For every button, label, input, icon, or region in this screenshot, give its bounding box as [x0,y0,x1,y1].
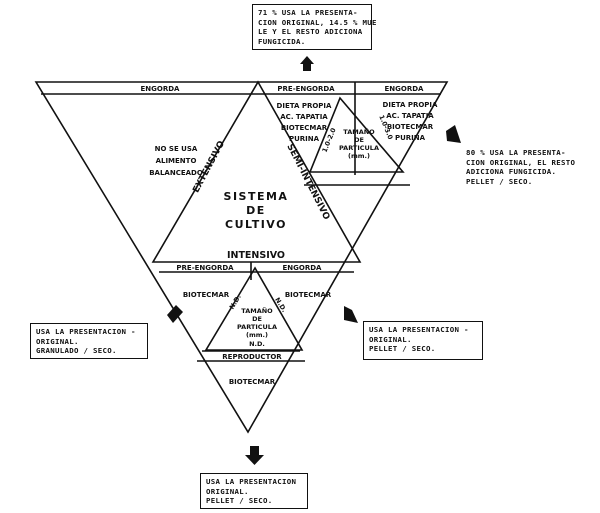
note-right-line-1: 80 % USA LA PRESENTA- [466,148,566,157]
semi-particle-title-1: TAMAÑO [343,127,375,136]
semi-eng-item-4: PURINA [395,134,426,142]
note-left-line-2: ORIGINAL. [36,336,79,346]
center-title-3: CULTIVO [225,218,287,231]
intensivo-particle-bottom: N.D. [249,340,265,348]
extensivo-note-2: ALIMENTO [156,157,197,165]
note-left-line-3: GRANULADO / SECO. [36,346,117,356]
arrow-left-icon [167,305,183,323]
arrow-lower-right-icon [344,306,358,323]
semi-engorda-header: ENGORDA [385,85,425,93]
semi-particle-triangle [308,96,405,173]
extensivo-note-1: NO SE USA [155,145,198,153]
semi-particle-title-2: DE [354,136,364,144]
semi-particle-title-3: PARTICULA [339,144,379,152]
note-bottom-line-1: USA LA PRESENTACION [206,477,297,486]
note-right-line-3: ADICIONA FUNGICIDA. [466,167,557,177]
note-lower-right-line-3: PELLET / SECO. [369,344,436,354]
semi-pre-engorda-header: PRE-ENGORDA [277,85,335,93]
center-triangle [151,80,362,263]
semi-pre-item-3: BIOTECMAR [281,124,328,132]
semi-eng-item-2: AC. TAPATIA [386,112,434,120]
note-right-line-4: PELLET / SECO. [466,176,533,186]
note-lower-right-line-1: USA LA PRESENTACION - [369,325,469,334]
semi-pre-item-2: AC. TAPATIA [280,113,328,121]
intensivo-particle-title-1: TAMAÑO [241,306,273,315]
reproductor-header: REPRODUCTOR [222,353,282,361]
semi-eng-item-1: DIETA PROPIA [383,101,438,109]
semi-pre-item-1: DIETA PROPIA [277,102,332,110]
note-left-line-1: USA LA PRESENTACION - [36,327,136,336]
note-right-line-2: CION ORIGINAL, EL RESTO [466,157,576,167]
extensivo-note-3: BALANCEADO [149,169,203,177]
intensivo-label: INTENSIVO [227,250,285,261]
note-bottom-line-3: PELLET / SECO. [206,496,273,506]
center-title-2: DE [246,204,266,217]
arrow-up-shaft [303,64,311,71]
note-top-line-4: FUNGICIDA. [258,36,306,46]
intensivo-particle-title-2: DE [252,315,262,323]
note-top-line-1: 71 % USA LA PRESENTA- [258,8,358,17]
intensivo-eng-item: BIOTECMAR [285,291,332,299]
note-left: USA LA PRESENTACION - ORIGINAL. GRANULAD… [30,323,148,359]
center-title-1: SISTEMA [224,190,289,203]
note-bottom: USA LA PRESENTACION ORIGINAL. PELLET / S… [200,473,308,509]
extensivo-header: ENGORDA [141,85,181,93]
arrow-right-icon [446,125,461,143]
intensivo-pre-engorda-header: PRE-ENGORDA [176,264,234,272]
reproductor-item: BIOTECMAR [229,378,276,386]
intensivo-particle-triangle [204,266,304,351]
intensivo-pre-item: BIOTECMAR [183,291,230,299]
semi-particle-title-4: (mm.) [348,152,370,160]
arrow-down-shaft [250,446,259,455]
note-lower-right: USA LA PRESENTACION - ORIGINAL. PELLET /… [363,321,483,360]
semi-eng-item-3: BIOTECMAR [387,123,434,131]
semi-intensivo-label: SEMI-INTENSIVO [284,143,331,222]
arrow-up-icon [300,56,314,64]
intensivo-particle-title-3: PARTICULA [237,323,277,331]
note-lower-right-line-2: ORIGINAL. [369,334,412,344]
note-bottom-line-2: ORIGINAL. [206,486,249,496]
note-top: 71 % USA LA PRESENTA- CION ORIGINAL, 14.… [252,4,377,50]
intensivo-engorda-header: ENGORDA [283,264,323,272]
note-right: 80 % USA LA PRESENTA- CION ORIGINAL, EL … [466,148,575,186]
semi-pre-item-4: PURINA [289,135,320,143]
note-top-line-3: LE Y EL RESTO ADICIONA [258,27,363,37]
intensivo-particle-title-4: (mm.) [246,331,268,339]
arrow-down-icon [245,455,264,465]
outer-triangle [34,81,449,434]
note-top-line-2: CION ORIGINAL, 14.5 % MUE [258,17,377,27]
